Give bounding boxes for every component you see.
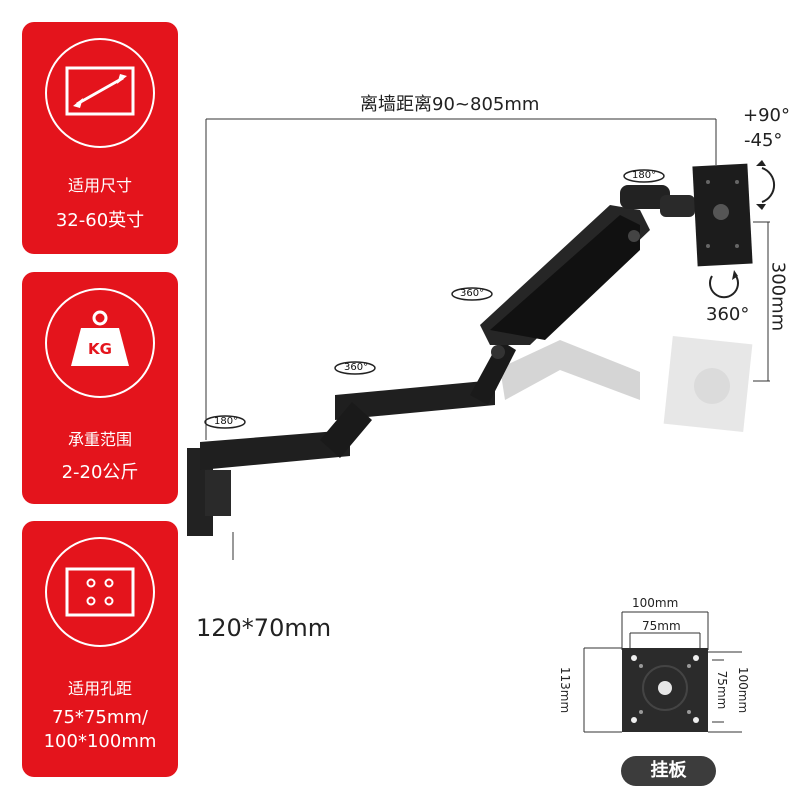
tilt-up-label: +90°	[743, 105, 790, 126]
feature-value-line2: 100*100mm	[43, 731, 157, 752]
feature-value: 32-60英寸	[55, 210, 145, 231]
plate-label-badge: 挂板	[621, 756, 716, 786]
monitor-arm-illustration	[187, 118, 776, 560]
tilt-down-label: -45°	[744, 130, 783, 151]
feature-card-screen-size: 适用尺寸 32-60英寸	[22, 22, 178, 254]
mounting-plate-diagram	[583, 611, 742, 733]
plate-height-label: 113mm	[558, 666, 572, 714]
feature-value-line1: 75*75mm/	[52, 707, 148, 728]
feature-title: 承重范围	[67, 430, 132, 449]
screen-size-icon	[45, 38, 155, 148]
ghost-arm	[500, 336, 753, 432]
feature-title: 适用孔距	[67, 679, 132, 698]
plate-outer-height-label: 100mm	[736, 666, 750, 714]
plate-inner-width-label: 75mm	[642, 619, 681, 633]
feature-card-load-range: KG 承重范围 2-20公斤	[22, 272, 178, 504]
plate-outer-width-label: 100mm	[632, 596, 679, 610]
swivel-label: 360°	[344, 362, 369, 373]
swivel-label: 180°	[632, 170, 657, 181]
feature-card-hole-spacing: 适用孔距 75*75mm/ 100*100mm	[22, 521, 178, 777]
plate-inner-height-label: 75mm	[715, 670, 729, 710]
feature-title: 适用尺寸	[67, 176, 132, 195]
rotation-label: 360°	[706, 304, 750, 325]
feature-value: 2-20公斤	[61, 462, 139, 483]
base-plate-size-label: 120*70mm	[196, 614, 332, 642]
weight-kg-icon: KG	[45, 288, 155, 398]
kg-label: KG	[88, 340, 112, 358]
vesa-holes-icon	[45, 537, 155, 647]
swivel-label: 180°	[214, 416, 239, 427]
wall-distance-label: 离墙距离90~805mm	[360, 94, 540, 115]
swivel-label: 360°	[460, 288, 485, 299]
height-label: 300mm	[767, 261, 789, 332]
